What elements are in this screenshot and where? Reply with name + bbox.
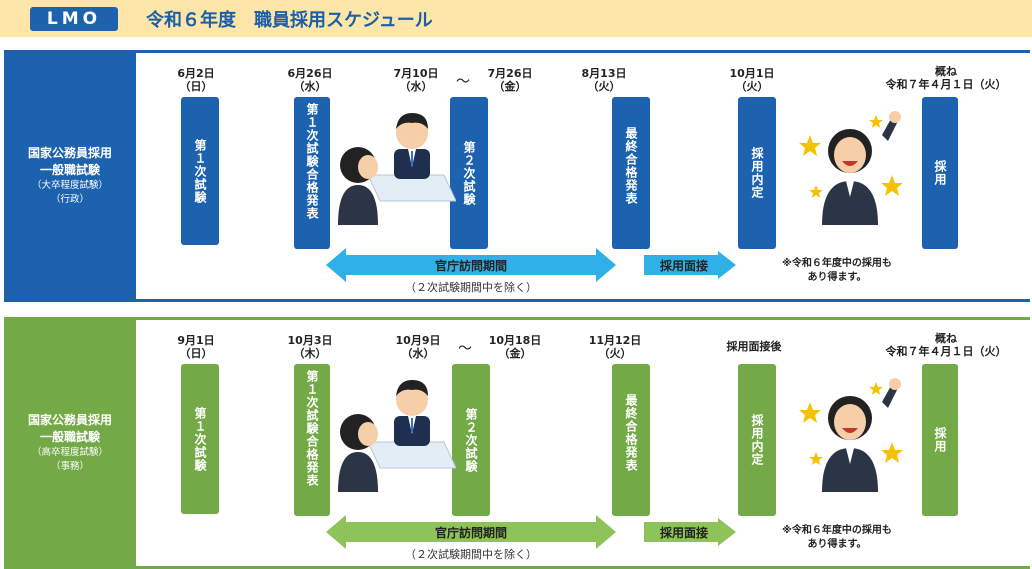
company-logo: LMO bbox=[30, 7, 118, 31]
date-final-result: 8月13日（火） bbox=[581, 67, 627, 93]
arrow-visit-period bbox=[326, 248, 616, 282]
interview-label: 採用面接 bbox=[659, 258, 708, 273]
arrow-interview bbox=[644, 251, 736, 279]
hire-note: ※令和６年度中の採用もあり得ます。 bbox=[782, 525, 892, 550]
timeline-area: 9月1日（日） 10月3日（木） 10月9日（水） ～ 10月18日（金） 11… bbox=[136, 320, 1030, 566]
schedule-section-university: 国家公務員採用 一般職試験 （大卒程度試験） （行政） 6月2日（日） 6月26… bbox=[4, 50, 1030, 302]
range-tilde: ～ bbox=[456, 74, 470, 90]
date-final-result: 11月12日（火） bbox=[588, 334, 642, 360]
date-offer: 10月1日（火） bbox=[729, 67, 775, 93]
arrow-visit-period bbox=[326, 515, 616, 549]
bar-second-exam: 第２次試験 bbox=[452, 364, 490, 516]
bar-first-exam: 第１次試験 bbox=[181, 97, 219, 245]
visit-period-note: （２次試験期間中を除く） bbox=[405, 548, 537, 561]
visit-period-label: 官庁訪問期間 bbox=[434, 525, 507, 540]
bar-first-result: 第１次試験合格発表 bbox=[294, 97, 330, 249]
date-offer: 採用面接後 bbox=[726, 340, 782, 353]
exam-category-label: 国家公務員採用 一般職試験 （高卒程度試験） （事務） bbox=[27, 413, 112, 472]
interview-illustration bbox=[338, 113, 456, 225]
visit-period-label: 官庁訪問期間 bbox=[434, 258, 507, 273]
date-second-start: 7月10日（水） bbox=[393, 67, 439, 93]
page-header: LMO 令和６年度 職員採用スケジュール bbox=[0, 0, 1032, 37]
interview-illustration bbox=[338, 380, 456, 492]
bar-first-result: 第１次試験合格発表 bbox=[294, 364, 330, 516]
page-title: 令和６年度 職員採用スケジュール bbox=[146, 10, 433, 31]
date-second-start: 10月9日（水） bbox=[395, 334, 441, 360]
date-first-result: 10月3日（木） bbox=[287, 334, 333, 360]
timeline-area: 6月2日（日） 6月26日（水） 7月10日（水） ～ 7月26日（金） 8月1… bbox=[136, 53, 1030, 299]
date-hire: 概ね令和７年４月１日（火） bbox=[885, 65, 1007, 91]
happy-employee-illustration bbox=[799, 111, 903, 225]
bar-offer: 採用内定 bbox=[738, 364, 776, 516]
exam-category-label: 国家公務員採用 一般職試験 （大卒程度試験） （行政） bbox=[27, 146, 112, 205]
date-second-end: 7月26日（金） bbox=[487, 67, 533, 93]
happy-employee-illustration bbox=[799, 378, 903, 492]
schedule-section-highschool: 国家公務員採用 一般職試験 （高卒程度試験） （事務） 9月1日（日） 10月3… bbox=[4, 317, 1030, 569]
bar-second-exam: 第２次試験 bbox=[450, 97, 488, 249]
date-first-result: 6月26日（水） bbox=[287, 67, 333, 93]
arrow-interview bbox=[644, 518, 736, 546]
interview-label: 採用面接 bbox=[659, 525, 708, 540]
date-second-end: 10月18日（金） bbox=[488, 334, 542, 360]
date-first-exam: 6月2日（日） bbox=[177, 67, 215, 93]
visit-period-note: （２次試験期間中を除く） bbox=[405, 281, 537, 294]
bar-first-exam: 第１次試験 bbox=[181, 364, 219, 514]
bar-hire: 採用 bbox=[922, 364, 958, 516]
bar-hire: 採用 bbox=[922, 97, 958, 249]
bar-final-result: 最終合格発表 bbox=[612, 364, 650, 516]
range-tilde: ～ bbox=[458, 341, 472, 357]
bar-offer: 採用内定 bbox=[738, 97, 776, 249]
date-first-exam: 9月1日（日） bbox=[177, 334, 215, 360]
date-hire: 概ね令和７年４月１日（火） bbox=[885, 332, 1007, 358]
hire-note: ※令和６年度中の採用もあり得ます。 bbox=[782, 258, 892, 283]
bar-final-result: 最終合格発表 bbox=[612, 97, 650, 249]
